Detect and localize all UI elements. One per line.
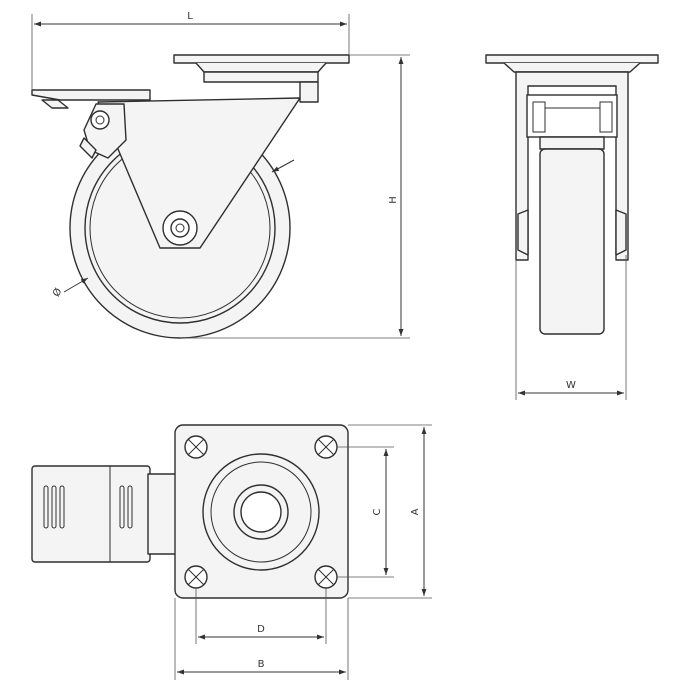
side-swivel-ring — [195, 62, 327, 73]
side-fork-leg — [97, 97, 301, 249]
top-swivel-rings — [202, 453, 320, 571]
side-brake — [31, 89, 151, 159]
front-view: W — [485, 54, 659, 400]
dimension-label-d: D — [257, 624, 265, 635]
bolt-hole-top-left — [184, 435, 208, 459]
dimension-label-h: H — [388, 196, 399, 204]
side-swivel-body — [203, 71, 319, 83]
front-swivel-ring — [503, 62, 641, 73]
front-axle-right — [615, 209, 627, 256]
front-axle-left — [517, 209, 529, 256]
brake-pedal-ribs-right — [119, 485, 133, 529]
dimension-label-a: A — [410, 508, 421, 515]
front-wheel — [539, 148, 605, 335]
diameter-arrow-upper — [271, 159, 295, 173]
front-top-plate — [485, 54, 659, 64]
bolt-hole-top-right — [314, 435, 338, 459]
dimension-label-c: C — [372, 508, 383, 515]
side-top-plate — [173, 54, 350, 64]
front-brake-pad — [539, 136, 605, 150]
dimension-label-l: L — [187, 11, 193, 22]
dimension-label-b: B — [258, 659, 265, 670]
top-view: A C D B — [31, 424, 432, 680]
front-brake-housing — [526, 94, 618, 138]
side-swivel-nut — [299, 81, 319, 103]
diameter-arrow-lower — [63, 277, 89, 293]
brake-pedal-ribs-left — [43, 485, 65, 529]
dimension-label-w: W — [566, 380, 576, 391]
side-view: L H Ø — [31, 11, 410, 339]
dimension-label-diameter: Ø — [50, 286, 64, 299]
side-axle — [162, 210, 198, 246]
bolt-hole-bottom-left — [184, 565, 208, 589]
bolt-hole-bottom-right — [314, 565, 338, 589]
